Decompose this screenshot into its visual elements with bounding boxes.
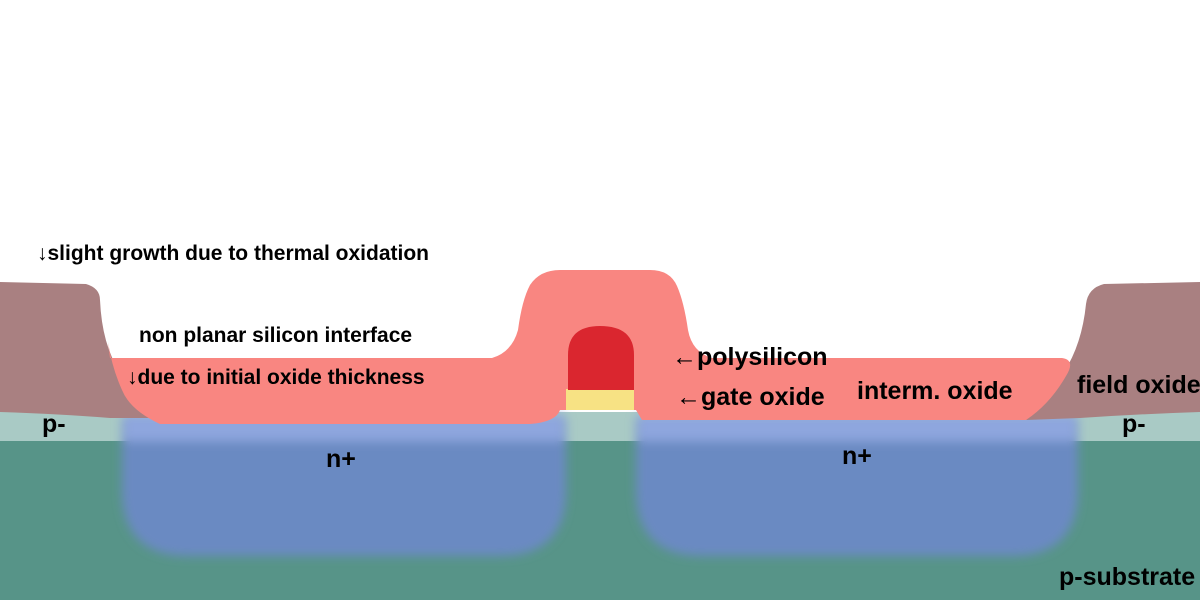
p-minus-left-label: p- [42,410,66,438]
p-substrate-label: p-substrate [1059,563,1195,591]
field-oxide-right [1026,282,1200,420]
polysilicon-gate [568,326,634,390]
thermal-oxidation-label: ↓slight growth due to thermal oxidation [37,242,429,265]
n-plus-right-label: n+ [842,442,872,470]
polysilicon-label: ←polysilicon [672,343,828,371]
gate-oxide-label: ←gate oxide [676,383,825,411]
interm-oxide-label: interm. oxide [857,377,1013,405]
n-plus-well-left [122,418,566,556]
oxide-thickness-label: ↓due to initial oxide thickness [127,366,425,389]
n-plus-well-right [636,418,1078,556]
gate-oxide [566,389,634,410]
p-minus-right-label: p- [1122,410,1146,438]
field-oxide-label: field oxide [1077,371,1200,399]
non-planar-interface-label: non planar silicon interface [139,324,412,347]
n-plus-left-label: n+ [326,445,356,473]
